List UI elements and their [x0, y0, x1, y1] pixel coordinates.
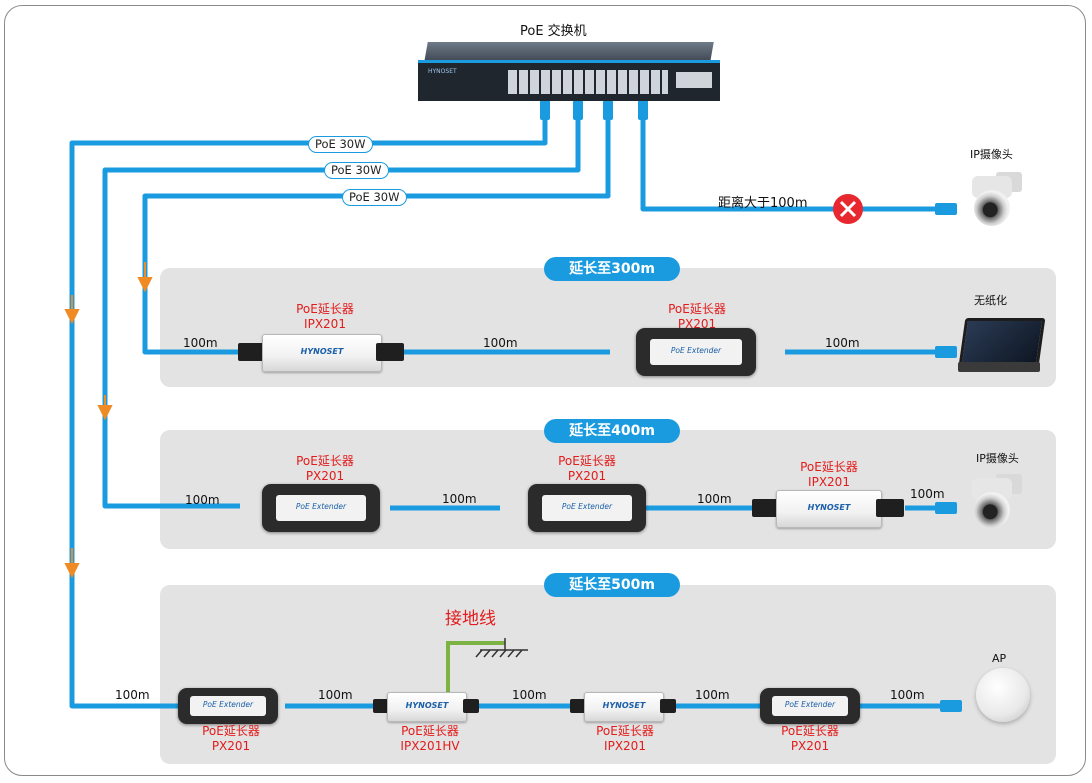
- extender-ipx201: HYNOSET: [776, 490, 882, 528]
- s2-dist-4: 100m: [910, 487, 945, 501]
- ip-camera-icon: [966, 168, 1026, 230]
- s1-end-label: 无纸化: [974, 294, 1007, 307]
- distance-label: 距离大于100m: [718, 196, 808, 211]
- s3-dev3-gland-left: [570, 699, 586, 713]
- extender-px201: PoE Extender: [178, 688, 278, 724]
- ip-camera-icon: [966, 470, 1026, 532]
- flow-arrows: [64, 262, 153, 579]
- pill-300m: 延长至300m: [544, 257, 680, 281]
- s1-dev1-gland-right: [376, 343, 404, 361]
- switch-title: PoE 交换机: [520, 24, 587, 39]
- s3-dist-1: 100m: [115, 688, 150, 702]
- ground-wire: [446, 641, 505, 693]
- paperless-terminal-icon: [958, 312, 1046, 374]
- cable-to-400m: [102, 118, 581, 509]
- s3-dev2-gland-right: [463, 699, 479, 713]
- s3-dev2-gland-left: [373, 699, 389, 713]
- extender-ipx201: HYNOSET: [262, 334, 382, 372]
- extender-ipx201: HYNOSET: [584, 692, 664, 722]
- s3-dist-3: 100m: [512, 688, 547, 702]
- s3-dist-5: 100m: [890, 688, 925, 702]
- s1-dist-3: 100m: [825, 336, 860, 350]
- diagram-frame: [4, 5, 1086, 776]
- poe-badge-3: PoE 30W: [342, 189, 407, 206]
- access-point-icon: [976, 668, 1030, 722]
- s3-dist-4: 100m: [695, 688, 730, 702]
- s2-dev3-gland-right: [876, 499, 904, 517]
- pill-400m: 延长至400m: [544, 419, 680, 443]
- extender-px201: PoE Extender: [262, 484, 380, 532]
- s1-dist-1: 100m: [183, 336, 218, 350]
- s1-dev1-gland-left: [238, 343, 266, 361]
- s2-dist-1: 100m: [185, 493, 220, 507]
- end-plugs: [935, 203, 962, 712]
- section-500m-panel: [160, 585, 1056, 764]
- s2-dev3-gland-left: [752, 499, 780, 517]
- switch-plugs: [540, 100, 648, 120]
- s1-dist-2: 100m: [483, 336, 518, 350]
- ipcam-label-top: IP摄像头: [970, 148, 1013, 161]
- switch-ports: [508, 70, 668, 94]
- ground-label: 接地线: [445, 609, 496, 629]
- extender-px201: PoE Extender: [760, 688, 860, 724]
- extender-px201: PoE Extender: [636, 328, 756, 376]
- s3-end-label: AP: [992, 652, 1007, 665]
- s3-dev3-gland-right: [660, 699, 676, 713]
- poe-badge-2: PoE 30W: [324, 162, 389, 179]
- poe-badge-1: PoE 30W: [308, 136, 373, 153]
- extender-ipx201hv: HYNOSET: [387, 692, 467, 722]
- cable-to-500m: [69, 118, 548, 709]
- cable-to-300m: [142, 118, 611, 355]
- s2-dist-3: 100m: [697, 492, 732, 506]
- stop-icon: [833, 194, 863, 224]
- ground-symbol: [475, 638, 528, 658]
- s2-dist-2: 100m: [442, 492, 477, 506]
- poe-switch: HYNOSET: [418, 42, 720, 101]
- s3-dist-2: 100m: [318, 688, 353, 702]
- pill-500m: 延长至500m: [544, 573, 680, 597]
- s2-end-label: IP摄像头: [976, 452, 1019, 465]
- extender-px201: PoE Extender: [528, 484, 646, 532]
